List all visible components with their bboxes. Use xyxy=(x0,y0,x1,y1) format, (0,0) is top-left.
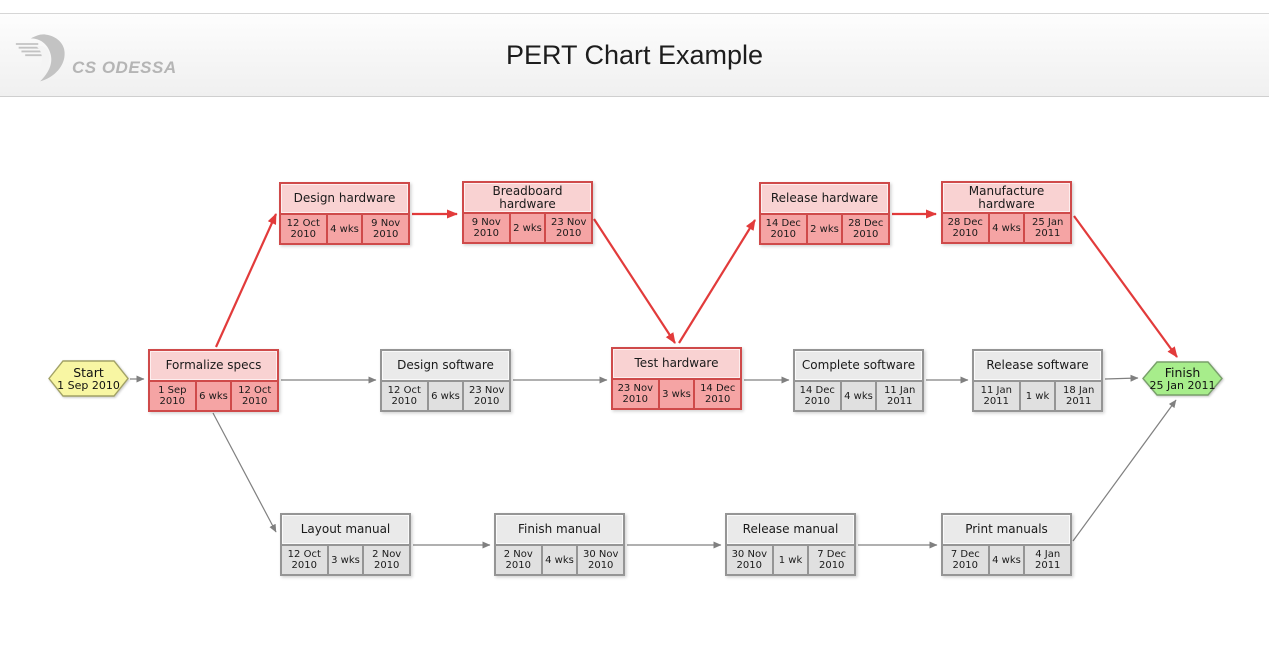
task-start-date: 12 Oct 2010 xyxy=(282,546,327,574)
task-end-date: 14 Dec 2010 xyxy=(693,380,740,408)
task-node-design-software[interactable]: Design software 12 Oct 2010 6 wks 23 Nov… xyxy=(380,349,511,412)
task-title: Complete software xyxy=(795,351,922,380)
task-start-date: 30 Nov 2010 xyxy=(727,546,772,574)
task-node-release-software[interactable]: Release software 11 Jan 2011 1 wk 18 Jan… xyxy=(972,349,1103,412)
task-end-date: 23 Nov 2010 xyxy=(544,214,591,242)
cs-odessa-swirl-icon xyxy=(15,34,65,82)
task-end-date: 7 Dec 2010 xyxy=(807,546,854,574)
task-node-release-hardware[interactable]: Release hardware 14 Dec 2010 2 wks 28 De… xyxy=(759,182,890,245)
task-node-release-manual[interactable]: Release manual 30 Nov 2010 1 wk 7 Dec 20… xyxy=(725,513,856,576)
task-duration: 4 wks xyxy=(987,214,1024,242)
task-title: Release hardware xyxy=(761,184,888,213)
cs-odessa-logo: CS ODESSA xyxy=(14,32,177,84)
task-title: Test hardware xyxy=(613,349,740,378)
task-title: Release manual xyxy=(727,515,854,544)
start-label: Start xyxy=(73,364,104,380)
task-duration: 1 wk xyxy=(771,546,808,574)
task-node-test-hardware[interactable]: Test hardware 23 Nov 2010 3 wks 14 Dec 2… xyxy=(611,347,742,410)
finish-hexagon-shape xyxy=(1142,361,1223,396)
task-start-date: 14 Dec 2010 xyxy=(761,215,806,243)
task-node-print-manuals[interactable]: Print manuals 7 Dec 2010 4 wks 4 Jan 201… xyxy=(941,513,1072,576)
task-duration: 3 wks xyxy=(657,380,694,408)
connector-formalize-specs-to-design-hardware xyxy=(214,213,278,348)
task-end-date: 2 Nov 2010 xyxy=(362,546,409,574)
task-duration: 4 wks xyxy=(540,546,577,574)
task-node-complete-software[interactable]: Complete software 14 Dec 2010 4 wks 11 J… xyxy=(793,349,924,412)
task-end-date: 4 Jan 2011 xyxy=(1023,546,1070,574)
task-node-breadboard-hardware[interactable]: Breadboard hardware 9 Nov 2010 2 wks 23 … xyxy=(462,181,593,244)
task-title: Breadboard hardware xyxy=(464,183,591,212)
task-end-date: 28 Dec 2010 xyxy=(841,215,888,243)
task-title: Formalize specs xyxy=(150,351,277,380)
task-title: Layout manual xyxy=(282,515,409,544)
task-end-date: 25 Jan 2011 xyxy=(1023,214,1070,242)
task-duration: 4 wks xyxy=(325,215,362,243)
connector-print-manuals-to-finish xyxy=(1072,399,1177,542)
task-node-design-hardware[interactable]: Design hardware 12 Oct 2010 4 wks 9 Nov … xyxy=(279,182,410,245)
task-start-date: 9 Nov 2010 xyxy=(464,214,509,242)
connector-breadboard-hardware-to-test-hardware xyxy=(593,218,676,344)
task-start-date: 14 Dec 2010 xyxy=(795,382,840,410)
task-start-date: 12 Oct 2010 xyxy=(382,382,427,410)
connector-manufacture-hardware-to-finish xyxy=(1073,215,1178,358)
task-end-date: 12 Oct 2010 xyxy=(230,382,277,410)
task-duration: 1 wk xyxy=(1018,382,1055,410)
task-start-date: 7 Dec 2010 xyxy=(943,546,988,574)
pert-diagram: Start 1 Sep 2010 Finish 25 Jan 2011 Form… xyxy=(0,98,1269,656)
task-start-date: 28 Dec 2010 xyxy=(943,214,988,242)
task-start-date: 12 Oct 2010 xyxy=(281,215,326,243)
task-duration: 6 wks xyxy=(194,382,231,410)
task-duration: 4 wks xyxy=(839,382,876,410)
header-bar: CS ODESSA PERT Chart Example xyxy=(0,13,1269,97)
task-node-finish-manual[interactable]: Finish manual 2 Nov 2010 4 wks 30 Nov 20… xyxy=(494,513,625,576)
task-end-date: 18 Jan 2011 xyxy=(1054,382,1101,410)
connector-formalize-specs-to-layout-manual xyxy=(212,412,277,533)
task-end-date: 11 Jan 2011 xyxy=(875,382,922,410)
milestone-finish[interactable]: Finish 25 Jan 2011 xyxy=(1142,361,1223,396)
task-node-formalize-specs[interactable]: Formalize specs 1 Sep 2010 6 wks 12 Oct … xyxy=(148,349,279,412)
task-node-layout-manual[interactable]: Layout manual 12 Oct 2010 3 wks 2 Nov 20… xyxy=(280,513,411,576)
task-title: Design software xyxy=(382,351,509,380)
connector-test-hardware-to-release-hardware xyxy=(678,219,756,344)
task-title: Print manuals xyxy=(943,515,1070,544)
task-duration: 2 wks xyxy=(805,215,842,243)
task-end-date: 30 Nov 2010 xyxy=(576,546,623,574)
finish-label: Finish xyxy=(1164,364,1201,380)
task-title: Manufacture hardware xyxy=(943,183,1070,212)
start-date: 1 Sep 2010 xyxy=(57,378,120,392)
task-end-date: 9 Nov 2010 xyxy=(361,215,408,243)
task-duration: 4 wks xyxy=(987,546,1024,574)
task-start-date: 11 Jan 2011 xyxy=(974,382,1019,410)
task-start-date: 1 Sep 2010 xyxy=(150,382,195,410)
logo-text: CS ODESSA xyxy=(72,58,177,77)
milestone-start[interactable]: Start 1 Sep 2010 xyxy=(48,360,129,397)
connector-release-software-to-finish xyxy=(1104,374,1139,382)
task-start-date: 23 Nov 2010 xyxy=(613,380,658,408)
task-duration: 2 wks xyxy=(508,214,545,242)
task-node-manufacture-hardware[interactable]: Manufacture hardware 28 Dec 2010 4 wks 2… xyxy=(941,181,1072,244)
task-title: Finish manual xyxy=(496,515,623,544)
page-title: PERT Chart Example xyxy=(505,40,764,70)
task-duration: 3 wks xyxy=(326,546,363,574)
finish-date: 25 Jan 2011 xyxy=(1149,378,1216,392)
start-hexagon-shape xyxy=(48,360,129,397)
task-start-date: 2 Nov 2010 xyxy=(496,546,541,574)
task-title: Release software xyxy=(974,351,1101,380)
task-end-date: 23 Nov 2010 xyxy=(462,382,509,410)
task-duration: 6 wks xyxy=(426,382,463,410)
task-title: Design hardware xyxy=(281,184,408,213)
